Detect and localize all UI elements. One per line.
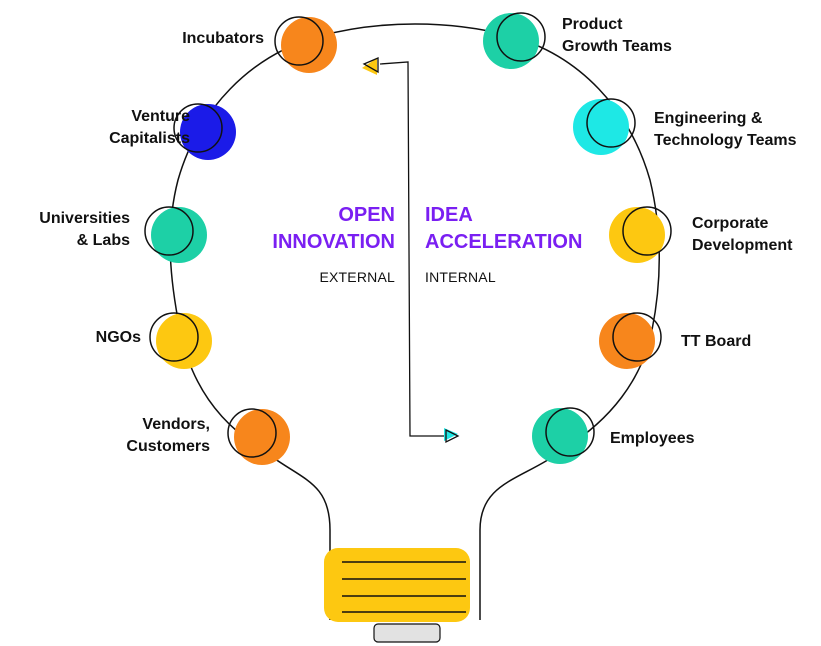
external-label: EXTERNAL [319,269,395,285]
node-outline-circle [144,206,194,256]
node-product-growth-teams [483,12,546,69]
node-outline-circle [496,12,546,62]
node-fill-circle [180,104,236,160]
node-outline-circle [227,408,277,458]
open-innovation-heading-line2: INNOVATION [272,231,395,253]
label-employees: Employees [610,428,694,450]
label-line: Growth Teams [562,38,672,55]
node-universities-labs [144,206,207,263]
node-outline-circle [612,312,662,362]
label-line: Capitalists [109,130,190,147]
label-ngos: NGOs [96,327,141,349]
node-fill-circle [609,207,665,263]
label-line: Engineering & [654,110,763,127]
label-line: Employees [610,430,695,447]
node-outline-circle [622,206,672,256]
idea-acceleration-heading-line2: ACCELERATION [425,231,583,253]
bulb-base-fill [324,548,470,622]
arrow-head-bottom [445,428,460,444]
label-line: Incubators [182,30,264,47]
node-fill-circle [483,13,539,69]
label-line: Product [562,16,623,33]
node-fill-circle [234,409,290,465]
arrow-head-top [362,57,379,74]
node-employees [532,407,595,464]
node-outline-circle [149,312,199,362]
node-engineering-technology-teams [573,98,636,155]
label-universities-labs: Universities & Labs [39,208,130,252]
label-product-growth-teams: Product Growth Teams [562,14,672,58]
node-outline-circle [274,16,324,66]
node-fill-circle [532,408,588,464]
node-fill-circle [156,313,212,369]
label-engineering-technology-teams: Engineering & Technology Teams [654,108,797,152]
bulb-cap [373,623,441,643]
node-fill-circle [599,313,655,369]
label-line: Venture [131,108,190,125]
node-fill-circle [573,99,629,155]
node-corporate-development [609,206,672,263]
node-ngos [149,312,212,369]
label-line: Corporate [692,215,769,232]
node-outline-circle [173,103,223,153]
node-outline-circle [586,98,636,148]
node-venture-capitalists [173,103,236,160]
divider-arrow [379,61,448,437]
node-outline-circle [545,407,595,457]
label-line: Vendors, [142,416,210,433]
node-fill-circle [151,207,207,263]
label-line: TT Board [681,333,752,350]
label-venture-capitalists: Venture Capitalists [109,106,190,150]
label-line: NGOs [95,329,141,346]
node-fill-circle [281,17,337,73]
bulb-outline [169,23,661,620]
internal-label: INTERNAL [425,269,496,285]
label-incubators: Incubators [182,28,264,50]
node-incubators [274,16,337,73]
label-line: & Labs [76,232,130,249]
label-corporate-development: Corporate Development [692,213,792,257]
label-vendors-customers: Vendors, Customers [126,414,210,458]
node-tt-board [599,312,662,369]
label-line: Development [692,237,793,254]
open-innovation-heading-line1: OPEN [338,204,395,226]
node-vendors-customers [227,408,290,465]
label-line: Technology Teams [654,132,797,149]
idea-acceleration-heading-line1: IDEA [425,204,473,226]
label-tt-board: TT Board [681,331,751,353]
label-line: Customers [126,438,210,455]
label-line: Universities [39,210,130,227]
